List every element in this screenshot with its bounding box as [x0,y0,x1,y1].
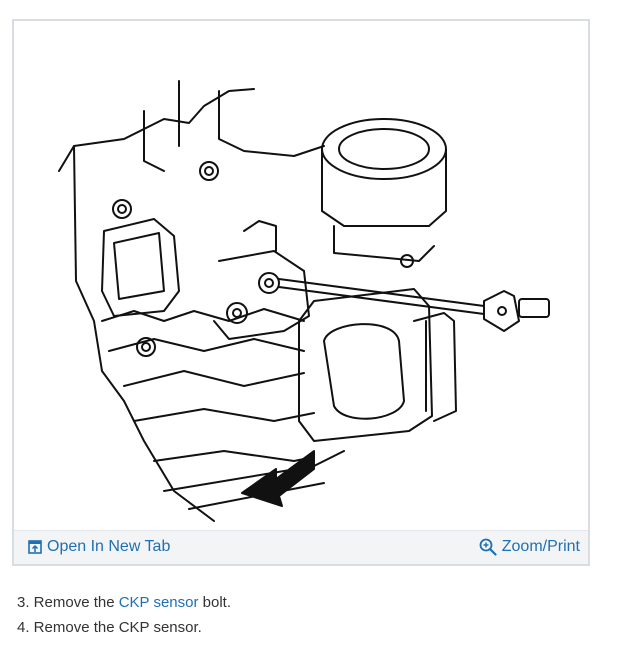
step-4: 4. Remove the CKP sensor. [17,619,202,636]
step-3-suffix: bolt. [198,594,232,611]
engine-diagram-image[interactable] [14,21,588,530]
step-3-prefix: 3. Remove the [17,594,119,611]
ckp-sensor-link[interactable]: CKP sensor [118,594,199,611]
engine-line-drawing [58,80,550,522]
open-in-new-tab-label: Open In New Tab [47,538,171,555]
open-in-new-tab-link[interactable]: Open In New Tab [28,538,170,556]
magnifier-plus-icon [479,538,497,556]
zoom-print-label: Zoom/Print [501,538,580,555]
step-3: 3. Remove the CKP sensor bolt. [17,590,231,615]
figure-frame: Open In New Tab Zoom/Print [12,19,590,566]
instruction-steps: 3. Remove the CKP sensor bolt. 4. Remove… [17,590,231,640]
open-in-new-tab-icon [28,540,42,554]
zoom-print-link[interactable]: Zoom/Print [479,538,580,556]
figure-toolbar: Open In New Tab Zoom/Print [14,530,588,564]
